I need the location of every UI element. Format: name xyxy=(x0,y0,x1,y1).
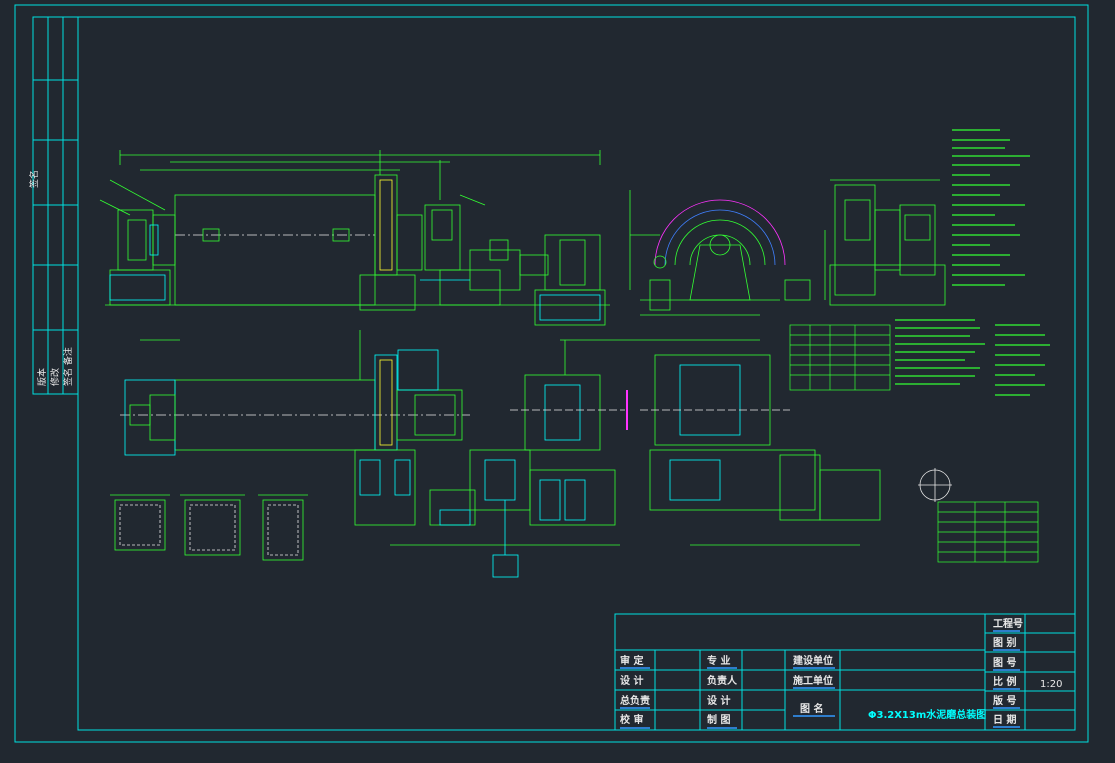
tb-label-chief: 总负责 xyxy=(620,694,650,707)
section-views xyxy=(110,494,308,561)
tb-label-scale: 比 例 xyxy=(993,675,1016,688)
side-strip-label-3: 签名 备注 xyxy=(62,347,74,386)
tb-label-contractor-unit: 施工单位 xyxy=(793,674,833,687)
scale-value: 1:20 xyxy=(1040,679,1062,690)
tb-label-review: 校 审 xyxy=(620,713,643,726)
mill-plan-view xyxy=(120,330,620,578)
side-strip-top-label: 签名 xyxy=(28,170,40,188)
mill-end-view xyxy=(824,179,946,306)
tb-label-construction-unit: 建设单位 xyxy=(792,654,833,667)
tb-label-project-no: 工程号 xyxy=(993,617,1023,630)
mill-side-view xyxy=(629,190,811,316)
tb-label-design: 设 计 xyxy=(620,674,643,687)
side-strip-label-2: 修改 xyxy=(49,368,61,386)
notes-list xyxy=(895,319,1050,396)
tb-label-date: 日 期 xyxy=(993,713,1016,726)
side-strip xyxy=(32,16,79,395)
tb-label-drafter: 制 图 xyxy=(707,713,730,726)
outer-border xyxy=(14,4,1089,743)
tb-label-drawing-no: 图 号 xyxy=(993,657,1016,669)
tb-label-approve: 审 定 xyxy=(620,654,643,667)
tb-label-version: 版 号 xyxy=(993,694,1016,707)
tb-label-drawing-type: 图 别 xyxy=(993,636,1016,649)
drawing-title: Φ3.2X13m水泥磨总装图 xyxy=(868,708,986,721)
foundation-plan xyxy=(510,339,881,546)
inner-frame xyxy=(77,16,1076,731)
parameter-table xyxy=(789,324,891,391)
gear-section xyxy=(918,468,952,502)
title-block-underlines xyxy=(620,630,1020,729)
bom-table xyxy=(937,501,1039,563)
tb-label-responsible: 负责人 xyxy=(707,674,738,687)
title-block xyxy=(614,613,1076,731)
technical-notes xyxy=(952,129,1030,286)
side-strip-label-1: 版本 xyxy=(36,368,48,386)
tb-label-specialty: 专 业 xyxy=(707,654,730,667)
mill-elevation-view xyxy=(99,150,610,326)
tb-label-designer: 设 计 xyxy=(707,694,730,707)
elevation-cyan-details xyxy=(109,274,601,321)
tb-label-drawing-name: 图 名 xyxy=(800,702,823,715)
